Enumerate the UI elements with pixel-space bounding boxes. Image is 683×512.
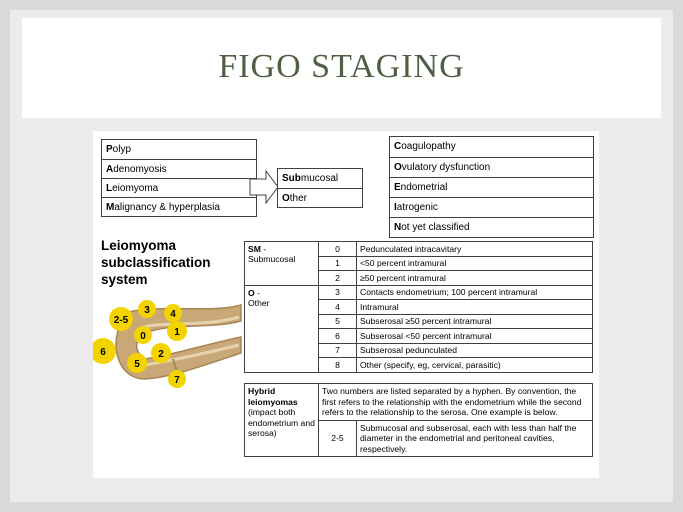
slide-title: FIGO STAGING	[218, 48, 465, 85]
fibroid-label: 6	[100, 347, 106, 358]
subclassification-heading: Leiomyoma subclassification system	[101, 238, 211, 287]
uterus-highlight	[144, 343, 240, 367]
group-sm: SM -Submucosal	[244, 241, 319, 286]
hybrid-heading: Hybrid leiomyomas (impact both endometri…	[244, 383, 319, 457]
table-row: 7 Subserosal pedunculated	[245, 342, 593, 358]
fibroid-marker	[168, 370, 186, 388]
list-item-endometrial: Endometrial	[390, 177, 593, 197]
title-band: FIGO STAGING	[22, 18, 661, 118]
fibroid-label: 7	[174, 375, 180, 386]
fibroid-label: 1	[174, 327, 180, 338]
fibroid-label: 2-5	[114, 315, 129, 326]
uterus-highlight	[142, 315, 240, 329]
list-item-iatrogenic: Iatrogenic	[390, 197, 593, 217]
palm-list: Polyp Adenomyosis Leiomyoma Malignancy &…	[101, 139, 257, 217]
table-row: 2-5 Submucosal and subserosal, each with…	[245, 419, 593, 457]
list-item-ovulatory: Ovulatory dysfunction	[390, 157, 593, 177]
fibroid-marker	[93, 338, 116, 364]
list-item-polyp: Polyp	[106, 144, 132, 155]
fibroid-marker	[134, 326, 152, 344]
group-other: O -Other	[244, 284, 319, 373]
fibroid-marker	[151, 343, 171, 363]
list-item-adenomyosis: Adenomyosis	[102, 159, 256, 178]
table-row: Hybrid leiomyomas (impact both endometri…	[244, 383, 593, 457]
figo-figure: Polyp Adenomyosis Leiomyoma Malignancy &…	[93, 131, 599, 478]
list-item-leiomyoma: Leiomyoma	[102, 178, 256, 197]
table-row: 1 <50 percent intramural	[245, 255, 593, 271]
table-row: 8 Other (specify, eg, cervical, parasiti…	[245, 357, 593, 373]
subclassification-table: SM -Submucosal 0 Pedunculated intracavit…	[244, 241, 593, 373]
table-row: O -Other 3 Contacts endometrium; 100 per…	[244, 284, 593, 373]
list-item-malignancy: Malignancy & hyperplasia	[102, 197, 256, 216]
fibroid-label: 3	[144, 305, 150, 316]
fibroid-label: 2	[158, 349, 164, 360]
list-item-not-classified: Not yet classified	[390, 217, 593, 237]
fibroid-marker	[127, 353, 147, 373]
fibroid-label: 0	[140, 331, 146, 342]
fibroid-marker	[164, 304, 182, 322]
list-item-coagulopathy: Coagulopathy	[394, 141, 456, 152]
hybrid-table: Hybrid leiomyomas (impact both endometri…	[244, 383, 593, 457]
fibroid-marker	[138, 300, 156, 318]
uterus-diagram: 2-5 3 4 0 1 6 2 5 7	[93, 300, 242, 388]
fibroid-marker	[109, 307, 133, 331]
fibroid-label: 5	[134, 359, 140, 370]
submucosal-list: Submucosal Other	[277, 168, 363, 208]
coein-list: Coagulopathy Ovulatory dysfunction Endom…	[389, 136, 594, 238]
arrow-icon	[249, 169, 279, 205]
list-item-submucosal: Submucosal	[282, 173, 339, 184]
list-item-other: Other	[278, 188, 362, 207]
table-row: SM -Submucosal 0 Pedunculated intracavit…	[244, 241, 593, 286]
fibroid-label: 4	[170, 309, 176, 320]
fibroid-marker	[167, 321, 187, 341]
